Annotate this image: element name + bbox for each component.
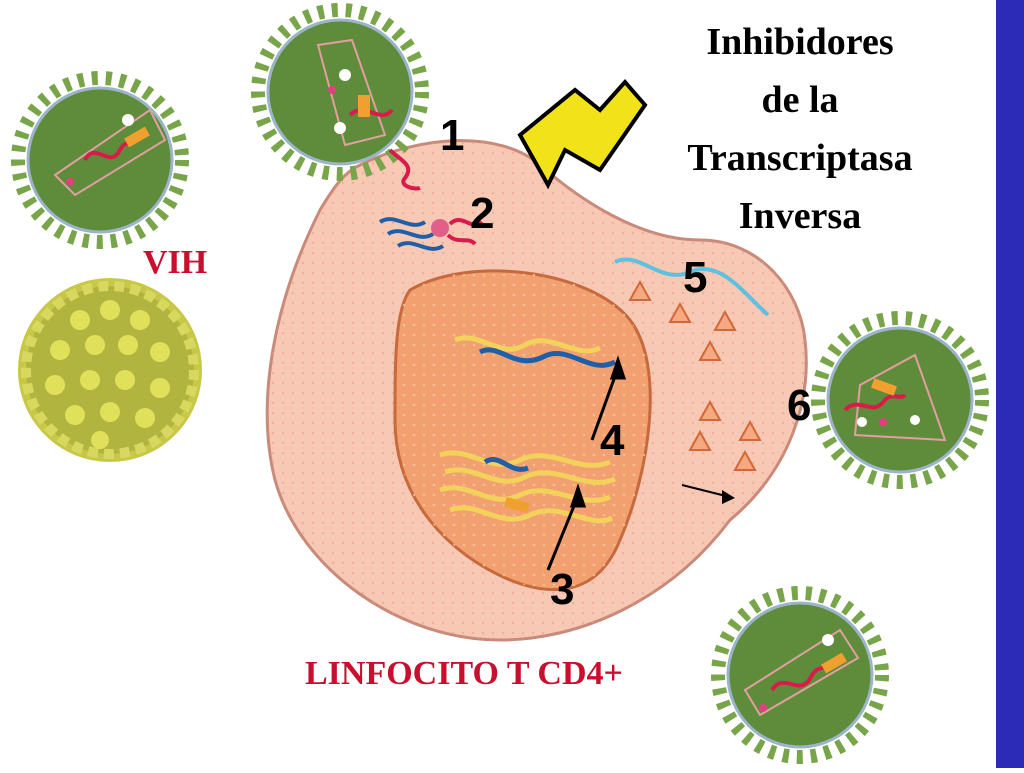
hiv-virion-budding-right xyxy=(811,311,989,489)
reverse-transcription xyxy=(378,217,484,251)
title-line-4: Inversa xyxy=(738,195,862,237)
viral-rna-export xyxy=(614,257,770,317)
step-2: 2 xyxy=(470,189,494,238)
integrated-dna xyxy=(439,335,617,524)
accent-sidebar xyxy=(996,0,1024,768)
title-line-1: Inhibidores xyxy=(706,21,894,63)
virus-label: VIH xyxy=(143,244,208,281)
step-3: 3 xyxy=(550,565,574,614)
inhibitor-bolt-icon xyxy=(517,78,648,190)
step-6: 6 xyxy=(787,381,811,430)
step-5: 5 xyxy=(683,253,707,302)
viral-rna-entry xyxy=(388,148,421,191)
title-line-3: Transcriptasa xyxy=(687,137,913,179)
hiv-immature-particle xyxy=(18,278,202,462)
viral-proteins xyxy=(628,279,762,471)
transcription-arrows xyxy=(546,355,627,571)
hiv-virion-top xyxy=(251,3,429,181)
title-line-2: de la xyxy=(761,79,839,121)
hiv-virion-bottom-right xyxy=(711,586,889,764)
cell-label: LINFOCITO T CD4+ xyxy=(305,655,623,692)
hiv-virion-top-left xyxy=(11,71,189,249)
step-1: 1 xyxy=(440,111,464,160)
step-4: 4 xyxy=(600,416,625,465)
